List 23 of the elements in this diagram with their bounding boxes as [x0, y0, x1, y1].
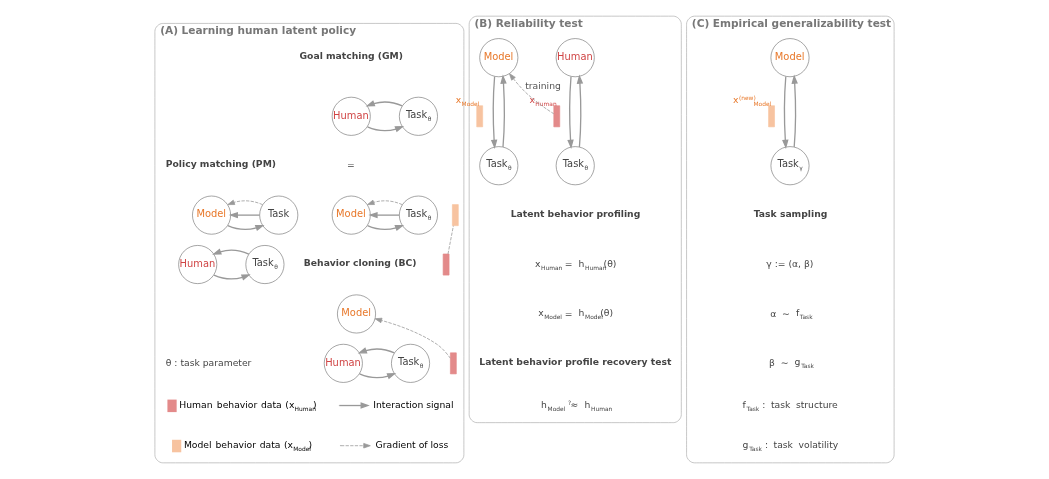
label: Task sampling [753, 207, 828, 219]
label: Policy matching (PM) [165, 158, 277, 170]
label: Latent behavior profiling [510, 207, 641, 219]
label: γ := (α, β) [766, 257, 814, 269]
legend-label: Interaction signal [373, 398, 454, 410]
node-label: x$_{Model}$ [455, 93, 480, 107]
label: = [346, 159, 355, 171]
label: Behavior cloning (BC) [303, 257, 417, 269]
label: h$_{Model}$ $^{?}$≈ h$_{Human}$ [540, 398, 613, 412]
node-label: x$_{Human}$ [529, 93, 557, 107]
label: x$_{Human}$ = h$_{Human}$(θ) [535, 257, 617, 271]
label: Latent behavior profile recovery test [479, 356, 672, 368]
label: β ∼ g$_{Task}$ [768, 356, 814, 370]
legend-label: Human behavior data (x$_{Human}$) [179, 398, 317, 412]
label: f$_{Task}$ : task structure [742, 398, 838, 412]
label: α ∼ f$_{Task}$ [770, 307, 813, 321]
legend-label: Gradient of loss [375, 439, 449, 451]
label: Goal matching (GM) [299, 50, 403, 62]
legend-label: Model behavior data (x$_{Model}$) [183, 438, 313, 452]
label: θ : task parameter [165, 356, 252, 368]
edge-label: training [525, 80, 561, 92]
label: g$_{Task}$ : task volatility [742, 438, 839, 452]
label: x$_{Model}$ = h$_{Model}$(θ) [538, 307, 614, 321]
